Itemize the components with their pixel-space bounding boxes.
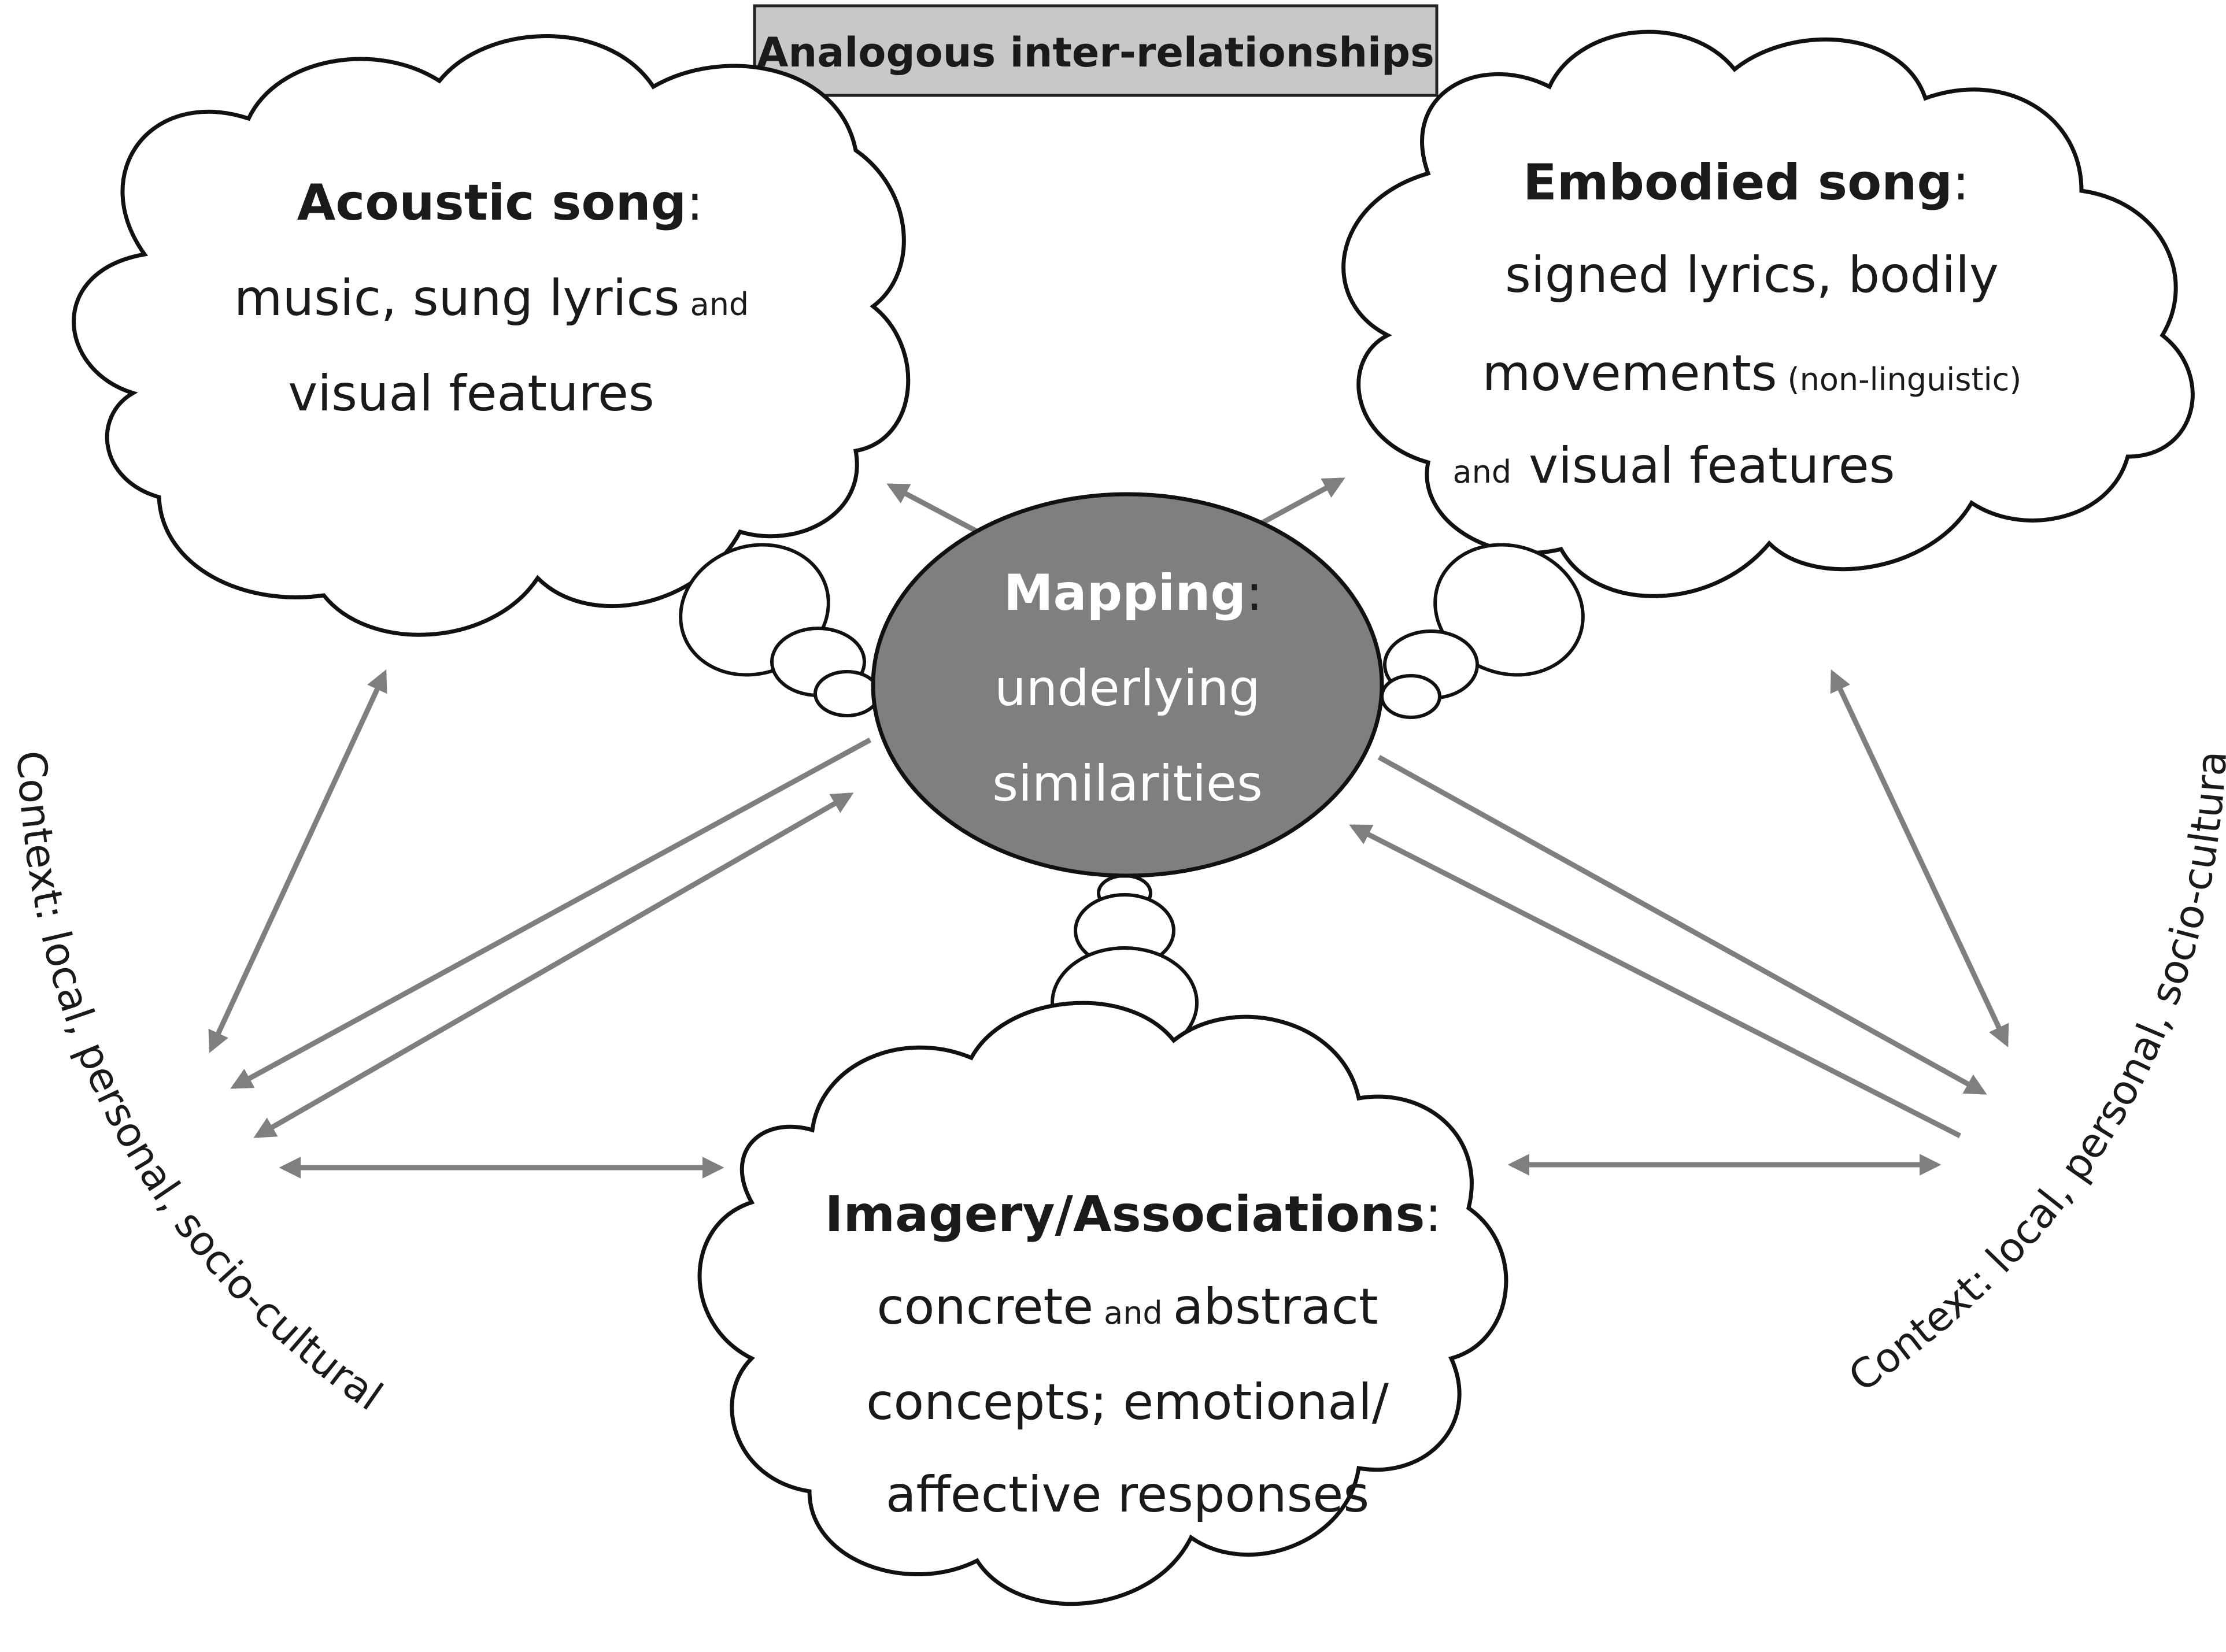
arrows bbox=[208, 477, 2009, 1179]
imagery-line1-b: abstract bbox=[1173, 1278, 1378, 1336]
arrow-embodied-context-right bbox=[1830, 669, 2009, 1047]
imagery-heading: Imagery/Associations bbox=[825, 1186, 1425, 1243]
embodied-line3-and: and bbox=[1453, 454, 1512, 490]
arrow-mapping-acoustic bbox=[886, 483, 990, 540]
embodied-line2: movements bbox=[1482, 345, 1777, 402]
embodied-heading: Embodied song bbox=[1523, 154, 1953, 212]
arrow-acoustic-context-left bbox=[208, 669, 387, 1053]
imagery-line1-a: concrete bbox=[877, 1278, 1093, 1336]
thought-bubbles bbox=[679, 543, 1585, 1060]
acoustic-line2: visual features bbox=[288, 365, 654, 423]
embodied-line2-small: (non-linguistic) bbox=[1788, 361, 2022, 398]
context-left-text: Context: local, personal, socio-cultural bbox=[8, 750, 391, 1420]
title-box: Analogous inter-relationships bbox=[753, 4, 1439, 97]
svg-text:Acoustic song:: Acoustic song: bbox=[297, 174, 704, 232]
bubble-right-large bbox=[1433, 543, 1585, 677]
acoustic-line1-and: and bbox=[690, 286, 749, 323]
embodied-song-cloud: Embodied song: signed lyrics, bodily mov… bbox=[1341, 29, 2195, 598]
acoustic-song-cloud: Acoustic song: music, sung lyrics and vis… bbox=[72, 34, 911, 637]
arrow-mapping-context-right-2 bbox=[1349, 824, 1962, 1139]
diagram-title: Analogous inter-relationships bbox=[757, 29, 1434, 76]
svg-text:movements(non-linguistic): movements (non-linguistic) bbox=[1482, 345, 2022, 402]
mapping-heading: Mapping bbox=[1004, 564, 1246, 622]
embodied-line3: visual features bbox=[1529, 437, 1895, 495]
arrow-mapping-context-right-1 bbox=[1377, 755, 1987, 1095]
acoustic-heading: Acoustic song bbox=[297, 174, 687, 232]
context-left-label: Context: local, personal, socio-cultural bbox=[8, 750, 391, 1420]
svg-text:Imagery/Associations:: Imagery/Associations: bbox=[825, 1186, 1442, 1243]
mapping-line1: underlying bbox=[994, 660, 1260, 717]
imagery-associations-cloud: Imagery/Associations: concrete and abstrac… bbox=[697, 1001, 1508, 1606]
mapping-node: Mapping: underlying similarities bbox=[871, 492, 1384, 878]
arrow-context-left-mapping-2 bbox=[253, 792, 854, 1138]
imagery-line3: affective responses bbox=[886, 1466, 1369, 1524]
acoustic-line1: music, sung lyrics bbox=[234, 269, 680, 327]
mapping-line2: similarities bbox=[992, 755, 1263, 813]
svg-text:Mapping:: Mapping: bbox=[1004, 564, 1263, 622]
bubble-left-small bbox=[814, 670, 881, 717]
imagery-line2: concepts; emotional/ bbox=[866, 1373, 1389, 1431]
embodied-line1: signed lyrics, bodily bbox=[1505, 246, 1999, 304]
svg-text:Embodied song:: Embodied song: bbox=[1523, 154, 1969, 212]
imagery-line1-and: and bbox=[1104, 1295, 1163, 1331]
bubble-right-small bbox=[1380, 674, 1441, 719]
